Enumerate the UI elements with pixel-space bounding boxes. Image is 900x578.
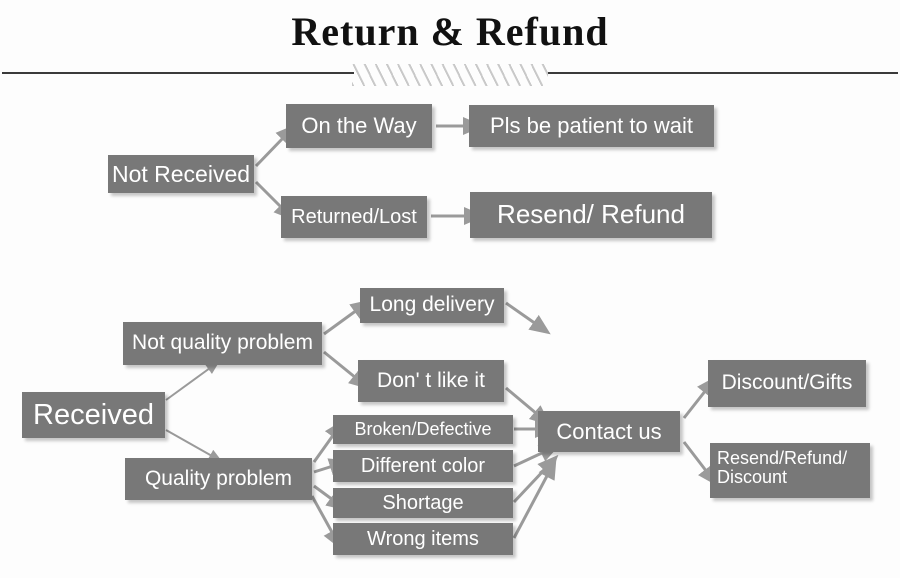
arrow-quality-differentcolor — [313, 458, 351, 476]
node-dont-like-it[interactable]: Don' t like it — [358, 360, 504, 402]
node-discount-gifts[interactable]: Discount/Gifts — [708, 360, 866, 407]
arrow-dontlike-contactus — [505, 386, 551, 426]
arrow-notquality-longdelivery — [323, 299, 372, 336]
line-received-notquality — [165, 360, 220, 401]
node-quality-problem[interactable]: Quality problem — [125, 458, 312, 500]
arrow-longdelivery-contactus — [505, 301, 551, 335]
node-different-color[interactable]: Different color — [333, 450, 513, 482]
node-resend-refund-discount-line1: Resend/Refund/ — [717, 448, 848, 468]
arrow-quality-shortage — [313, 484, 348, 511]
node-pls-be-patient-to-wait[interactable]: Pls be patient to wait — [469, 105, 714, 147]
arrow-shortage-contactus — [512, 454, 559, 504]
header-divider — [0, 64, 900, 86]
node-wrong-items[interactable]: Wrong items — [333, 523, 513, 555]
arrow-differentcolor-contactus — [513, 444, 561, 468]
arrow-notquality-dontlike — [323, 350, 370, 390]
node-not-received[interactable]: Not Received — [108, 155, 254, 193]
node-not-quality-problem[interactable]: Not quality problem — [123, 322, 322, 365]
hatch-divider-icon — [352, 64, 548, 86]
arrow-quality-wrongitems — [310, 495, 342, 550]
arrow-quality-broken — [312, 419, 345, 463]
divider-line-right — [548, 72, 898, 74]
node-resend-refund-discount[interactable]: Resend/Refund/ Discount — [710, 443, 870, 498]
arrow-notreceived-returnedlost — [254, 180, 295, 221]
node-shortage[interactable]: Shortage — [333, 488, 513, 518]
node-resend-refund[interactable]: Resend/ Refund — [470, 192, 712, 238]
node-contact-us[interactable]: Contact us — [538, 411, 680, 452]
page-title: Return & Refund — [291, 9, 609, 54]
node-broken-defective[interactable]: Broken/Defective — [333, 415, 513, 444]
arrow-notreceived-ontheway — [254, 124, 297, 168]
node-long-delivery[interactable]: Long delivery — [360, 288, 504, 323]
arrow-contactus-resendrefunddiscount — [682, 441, 718, 487]
line-received-quality — [165, 429, 223, 462]
node-received[interactable]: Received — [22, 392, 165, 438]
arrow-contactus-discountgifts — [682, 375, 718, 419]
arrow-wrongitems-contactus — [512, 458, 557, 539]
node-returned-lost[interactable]: Returned/Lost — [281, 196, 427, 238]
node-resend-refund-discount-line2: Discount — [717, 466, 788, 487]
divider-line-left — [2, 72, 354, 74]
node-on-the-way[interactable]: On the Way — [286, 104, 432, 148]
